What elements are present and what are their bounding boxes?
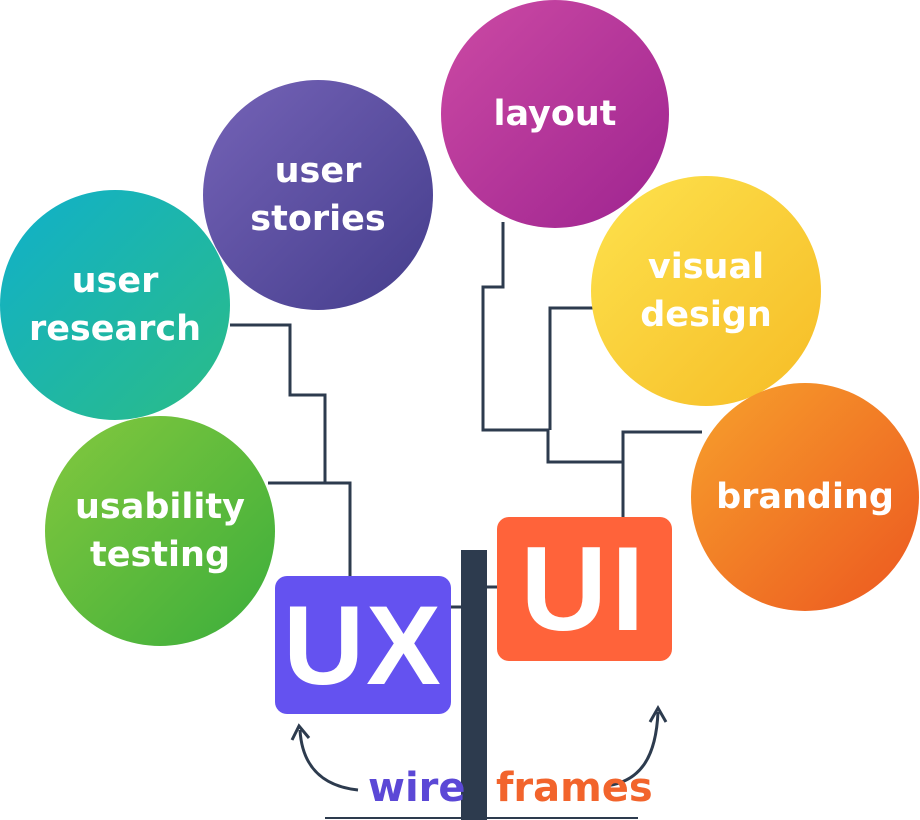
bubble-branding: branding bbox=[691, 383, 919, 611]
bubble-layout: layout bbox=[441, 0, 669, 228]
bubble-user-stories: user stories bbox=[203, 80, 433, 310]
bubble-label-line: branding bbox=[716, 476, 894, 517]
connector-user-stories bbox=[230, 323, 327, 483]
bubble-user-research: user research bbox=[0, 190, 230, 420]
arrow-curve-left bbox=[298, 729, 359, 792]
arrow-curve-right bbox=[604, 711, 660, 788]
connector-visual-design bbox=[548, 306, 595, 430]
caption-wire: wire bbox=[368, 765, 466, 811]
bubble-usability-testing: usability testing bbox=[45, 416, 275, 646]
bubble-label-line: design bbox=[640, 295, 772, 335]
ui-tile: UI bbox=[497, 517, 672, 661]
bubble-label-line: testing bbox=[90, 535, 230, 575]
bubble-label-line: usability bbox=[75, 486, 245, 527]
bubble-visual-design: visual design bbox=[591, 176, 821, 406]
bubble-label-line: research bbox=[28, 309, 202, 349]
ux-tile: UX bbox=[275, 576, 451, 714]
bubble-label-line: stories bbox=[250, 199, 386, 239]
caption-frames: frames bbox=[496, 765, 653, 811]
arrow-head-right bbox=[648, 704, 668, 723]
connector-layout bbox=[481, 222, 625, 517]
center-pole bbox=[461, 550, 487, 820]
bubble-label-line: user bbox=[71, 260, 159, 301]
bubble-label-line: visual bbox=[647, 246, 765, 287]
connector-user-research bbox=[268, 481, 352, 576]
bubble-label-line: layout bbox=[493, 93, 617, 134]
arrow-head-left bbox=[290, 723, 311, 741]
bubble-label-line: user bbox=[274, 150, 362, 191]
connector-branding bbox=[621, 430, 702, 462]
